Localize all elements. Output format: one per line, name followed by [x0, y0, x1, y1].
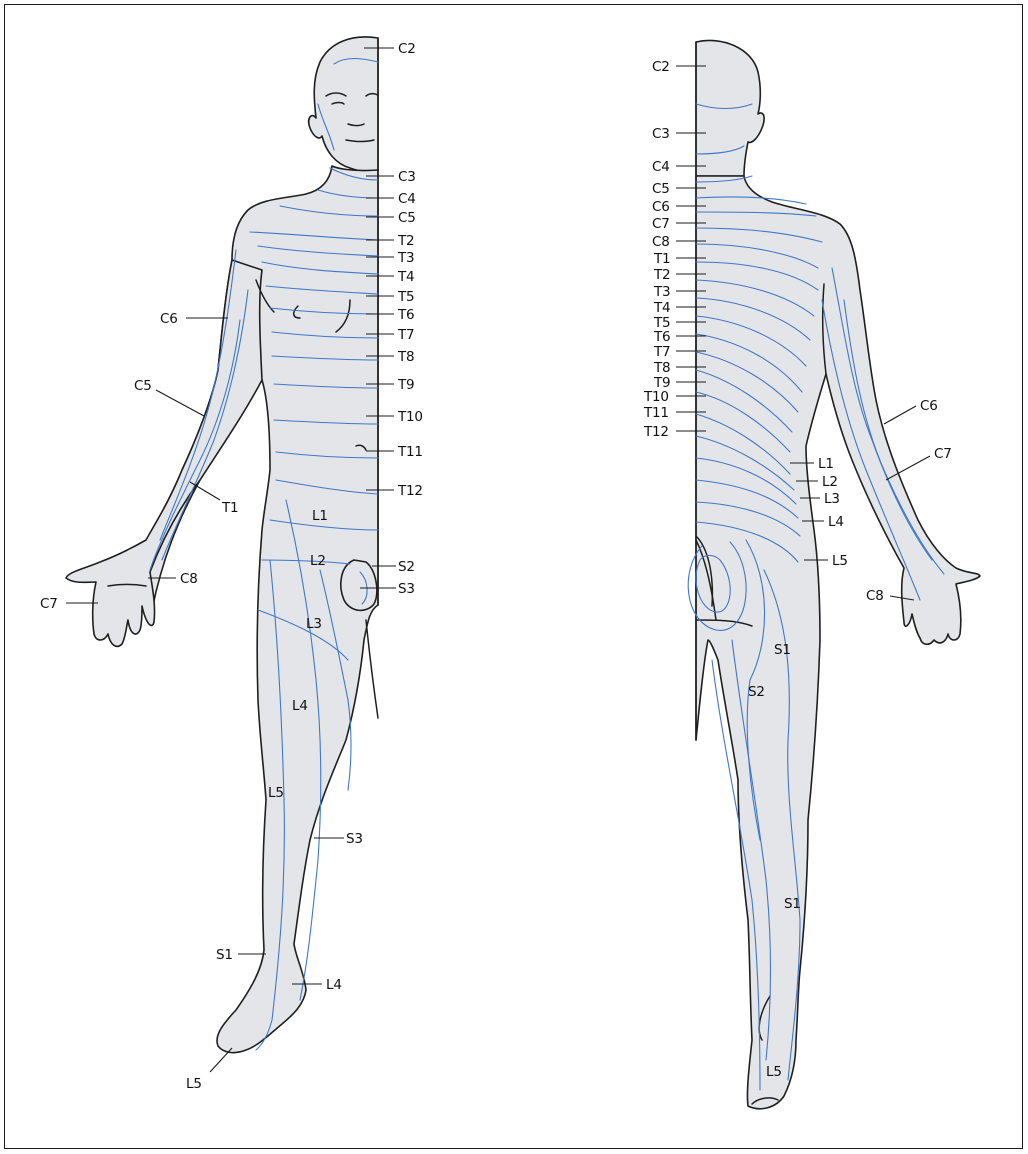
front-inner-thigh [366, 620, 378, 718]
back-label-c5: C5 [652, 181, 670, 197]
front-label-t4: T4 [397, 269, 414, 285]
front-label-t6: T6 [397, 307, 414, 323]
back-label-s1-calf: S1 [784, 896, 801, 912]
front-label-c5-arm: C5 [134, 378, 152, 394]
back-label-t6: T6 [653, 329, 670, 345]
front-torso [149, 166, 378, 1053]
front-genitals [341, 560, 377, 610]
front-label-l2: L2 [310, 553, 326, 569]
back-label-c8: C8 [652, 234, 670, 250]
back-label-t7: T7 [653, 344, 670, 360]
front-label-t12: T12 [397, 483, 423, 499]
front-view: C2 C3 C4 C5 T2 T3 T4 T5 T6 T7 T8 T9 T10 … [40, 37, 423, 1092]
front-label-c7-hand: C7 [40, 596, 58, 612]
back-label-l4: L4 [828, 514, 844, 530]
back-label-l5: L5 [832, 553, 848, 569]
front-label-t10: T10 [397, 409, 423, 425]
back-label-t3: T3 [653, 284, 670, 300]
front-label-c4: C4 [398, 191, 416, 207]
back-label-t12: T12 [643, 424, 669, 440]
back-label-l1: L1 [818, 456, 834, 472]
back-label-l5-foot: L5 [766, 1064, 782, 1080]
back-label-s1-thigh: S1 [774, 642, 791, 658]
front-label-t2: T2 [397, 233, 414, 249]
back-torso [696, 176, 980, 1109]
front-label-s3-genital: S3 [398, 581, 415, 597]
front-label-t9: T9 [397, 377, 414, 393]
back-label-c3: C3 [652, 126, 670, 142]
front-label-c2: C2 [398, 41, 416, 57]
back-label-t8: T8 [653, 360, 670, 376]
back-label-l3: L3 [824, 491, 840, 507]
back-label-c8-hand: C8 [866, 588, 884, 604]
back-label-l2: L2 [822, 474, 838, 490]
front-label-l4-foot: L4 [326, 977, 342, 993]
back-label-c7-arm: C7 [934, 446, 952, 462]
back-label-t1: T1 [653, 251, 670, 267]
back-label-c7: C7 [652, 216, 670, 232]
front-label-l5: L5 [268, 785, 284, 801]
front-label-t7: T7 [397, 327, 414, 343]
front-label-c8-hand: C8 [180, 571, 198, 587]
front-label-t11: T11 [397, 444, 423, 460]
front-label-l3: L3 [306, 616, 322, 632]
front-label-t3: T3 [397, 250, 414, 266]
back-label-c2: C2 [652, 59, 670, 75]
front-label-s1: S1 [216, 947, 233, 963]
back-label-t2: T2 [653, 267, 670, 283]
back-label-t11: T11 [643, 405, 669, 421]
back-label-c4: C4 [652, 159, 670, 175]
front-label-s3-leg: S3 [346, 831, 363, 847]
back-label-t4: T4 [653, 300, 670, 316]
front-label-c6-arm: C6 [160, 311, 178, 327]
front-label-c5: C5 [398, 210, 416, 226]
front-label-t1-arm: T1 [221, 500, 238, 516]
back-view: C2 C3 C4 C5 C6 C7 C8 T1 T2 T3 T4 T5 T6 T… [643, 40, 980, 1108]
front-label-c3: C3 [398, 169, 416, 185]
front-label-l4: L4 [292, 698, 308, 714]
front-label-l1: L1 [312, 508, 328, 524]
front-label-s2: S2 [398, 559, 415, 575]
front-label-t5: T5 [397, 289, 414, 305]
back-label-s2-thigh: S2 [748, 684, 765, 700]
front-label-t8: T8 [397, 349, 414, 365]
front-label-l5-toes: L5 [186, 1076, 202, 1092]
back-label-c6-arm: C6 [920, 398, 938, 414]
back-label-t10: T10 [643, 389, 669, 405]
back-label-c6: C6 [652, 199, 670, 215]
